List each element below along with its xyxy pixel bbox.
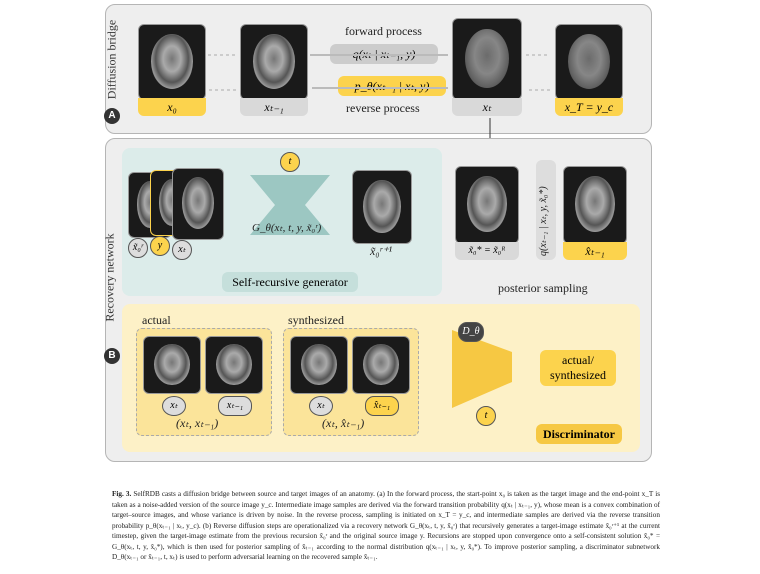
generator-output-label: x̃₀ʳ⁺¹ [370,244,393,258]
actual-pair: (xₜ, xₜ₋₁) [176,416,219,430]
converged-estimate [455,166,519,244]
generator-network-icon [250,175,330,235]
posterior-output [563,166,627,244]
label-xT: x_T = y_c [555,98,623,116]
actual-xt-label: xₜ [162,396,186,416]
actual-title: actual [142,313,171,327]
synthesized-title: synthesized [288,313,344,327]
panel-b-badge: B [104,348,120,364]
actual-xt-image [143,336,201,394]
synth-xhat-label: x̂ₜ₋₁ [365,396,399,416]
synth-xt-image [290,336,348,394]
reverse-formula: p_θ(xₜ₋₁ | xₜ, y) [338,76,446,96]
posterior-sampling-label: posterior sampling [498,281,588,295]
label-xt: xₜ [452,98,522,116]
label-x0r: x̃₀ʳ [128,238,148,258]
generator-time: t [280,152,300,172]
panel-a-badge: A [104,108,120,124]
image-xt-1 [240,24,308,100]
generator-input-xt [172,168,224,240]
panel-b-title: Recovery network [102,233,117,322]
synth-xhat-image [352,336,410,394]
discriminator-time: t [476,406,496,426]
figure-caption: Fig. 3. SelfRDB casts a diffusion bridge… [112,489,660,563]
discriminator-network-icon [452,330,512,408]
actual-xt-1-image [205,336,263,394]
label-xt-gen: xₜ [172,240,192,260]
discriminator-output: actual/ synthesized [540,350,616,386]
self-recursive-generator-label: Self-recursive generator [222,272,358,292]
posterior-formula: q(xₜ₋₁ | xₜ, y, x̃₀*) [536,160,556,260]
posterior-formula-text: q(xₜ₋₁ | xₜ, y, x̃₀*) [538,186,549,256]
generator-output [352,170,412,244]
caption-text: SelfRDB casts a diffusion bridge between… [112,490,660,561]
posterior-output-label: x̂ₜ₋₁ [563,242,627,260]
label-y: y [150,236,170,256]
forward-process-label: forward process [345,24,422,38]
label-x0: x₀ [138,98,206,116]
discriminator-label: Discriminator [536,424,622,444]
generator-formula: G_θ(xₜ, t, y, x̃₀ʳ) [252,222,322,234]
converged-label: x̃₀* = x̃₀ᴿ [455,242,519,260]
synthesized-pair: (xₜ, x̂ₜ₋₁) [322,416,365,430]
discriminator-symbol: D_θ [458,322,484,342]
reverse-process-label: reverse process [346,101,420,115]
actual-xt-1-label: xₜ₋₁ [218,396,252,416]
figure-number: Fig. 3. [112,490,132,498]
synth-xt-label: xₜ [309,396,333,416]
label-xt-1: xₜ₋₁ [240,98,308,116]
